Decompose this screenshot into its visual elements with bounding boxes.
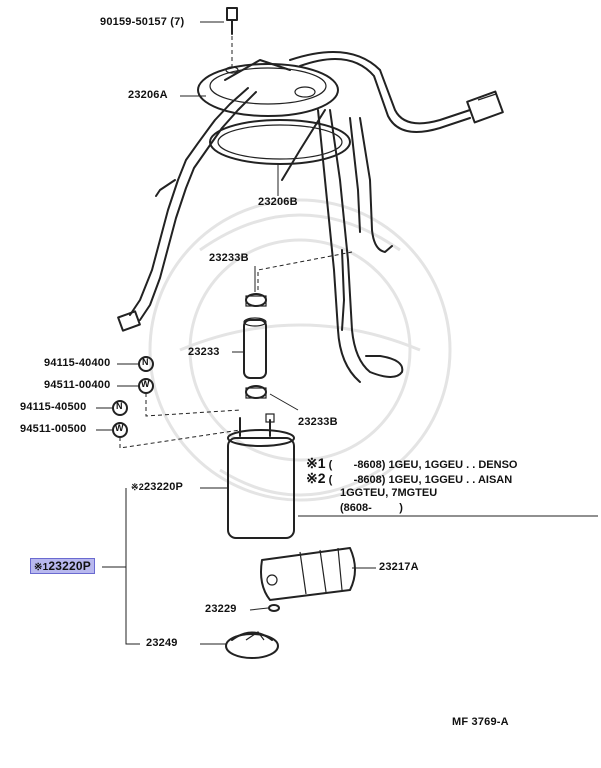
note-text-1: ( -8608) 1GEU, 1GGEU . . DENSO (328, 459, 518, 471)
label-nut-2: 94115-40500 (20, 401, 87, 413)
label-ring: 23229 (205, 603, 237, 615)
figure-code: MF 3769-A (452, 716, 509, 728)
label-bolt: 90159-50157 (7) (100, 16, 185, 28)
label-pump-variant: ※223220P (131, 481, 183, 493)
label-washer-2: 94511-00500 (20, 423, 87, 435)
washer-letter-1: W (141, 379, 150, 389)
label-washer-1: 94511-00400 (44, 379, 111, 391)
note-mark-2: ※2 (306, 470, 326, 486)
note-line-4: (8608- ) (340, 502, 403, 514)
label-clamp-bottom: 23233B (298, 416, 338, 428)
variant-part-number: 23220P (143, 481, 184, 493)
snap-ring (268, 604, 280, 612)
label-filter: 23217A (379, 561, 419, 573)
label-nut-1: 94115-40400 (44, 357, 111, 369)
fuel-gage-plate (197, 59, 339, 117)
pump-cushion (225, 631, 279, 659)
hose-clamp-bottom (245, 385, 267, 399)
washer-letter-2: W (115, 423, 124, 433)
fuel-filter (260, 547, 356, 601)
watermark-emblem (148, 198, 452, 502)
label-clamp-top: 23233B (209, 252, 249, 264)
label-gage-plate: 23206A (128, 89, 168, 101)
nut-letter-1: N (142, 357, 149, 367)
suction-pipe (329, 109, 404, 378)
electrical-connector (466, 90, 504, 124)
label-gasket: 23206B (258, 196, 298, 208)
note-line-2: ※2 ( -8608) 1GEU, 1GGEU . . AISAN (306, 471, 512, 488)
label-pump-highlighted[interactable]: ※123220P (30, 558, 95, 574)
fuel-pipe-left (129, 87, 249, 316)
note-line-3: 1GGTEU, 7MGTEU (340, 487, 438, 499)
gasket-ring (209, 119, 351, 165)
variant-mark-2: ※2 (131, 482, 144, 492)
note-line-1: ※1 ( -8608) 1GEU, 1GGEU . . DENSO (306, 456, 517, 473)
nut-letter-2: N (116, 401, 123, 411)
bolt-shape (226, 7, 238, 35)
fuel-pump-body (227, 413, 295, 539)
note-text-2: ( -8608) 1GEU, 1GGEU . . AISAN (328, 474, 513, 486)
fuel-hose (243, 317, 267, 379)
note-mark-1: ※1 (306, 455, 326, 471)
highlight-mark-1: ※1 (34, 562, 49, 573)
leader-lines (96, 21, 598, 645)
hose-clamp-top (245, 293, 267, 307)
wire-harness (289, 51, 471, 125)
highlight-part-number: 23220P (48, 559, 91, 573)
label-cushion: 23249 (146, 637, 178, 649)
label-hose: 23233 (188, 346, 220, 358)
